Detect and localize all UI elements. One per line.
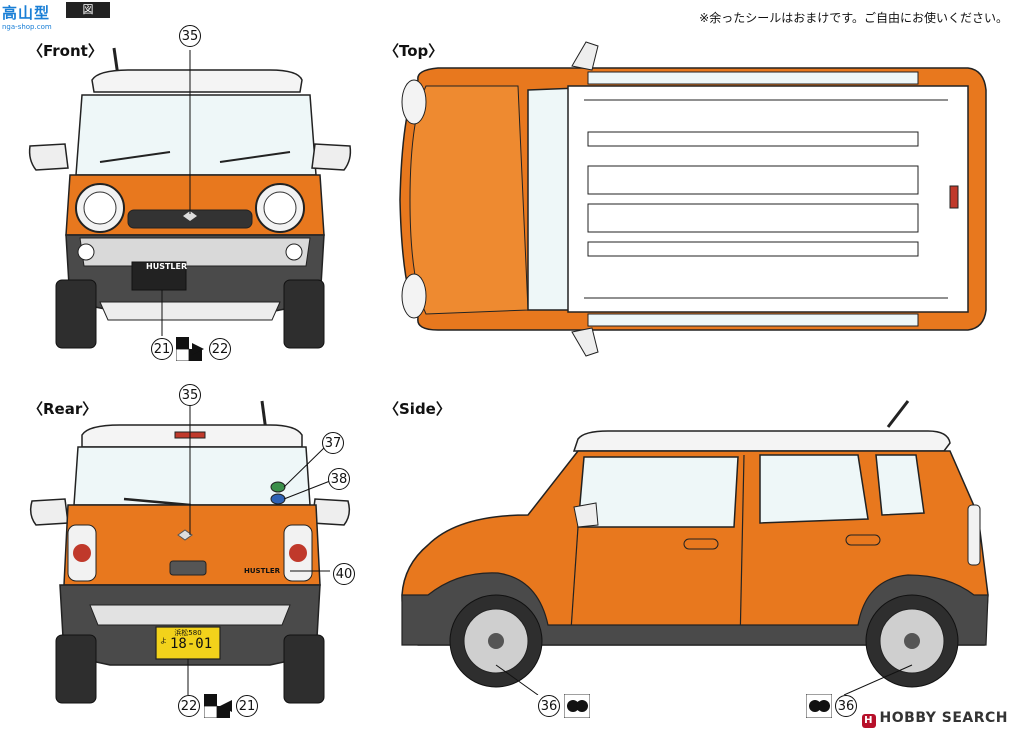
plate-number: 18-01 <box>170 636 213 652</box>
decal-swatch-side-left <box>564 694 590 718</box>
site-badge: 高山型 <box>2 4 51 22</box>
callout-36-right: 36 <box>835 695 857 717</box>
callout-38: 38 <box>328 468 350 490</box>
callout-22-front: 22 <box>209 338 231 360</box>
side-view-drawing <box>401 400 989 695</box>
decal-swatch-front <box>176 337 204 361</box>
hobby-search-icon: H <box>861 714 876 728</box>
callout-35-rear: 35 <box>179 384 201 406</box>
callout-36-left: 36 <box>538 695 560 717</box>
callout-37: 37 <box>322 432 344 454</box>
front-badge-text: HUSTLER <box>146 262 188 271</box>
top-view-drawing <box>399 41 987 357</box>
site-url: nga-shop.com <box>2 23 52 31</box>
rear-badge-text: HUSTLER <box>244 567 280 575</box>
decal-swatch-rear <box>204 694 232 718</box>
callout-21-front: 21 <box>151 338 173 360</box>
plate-kana: よ <box>160 637 167 645</box>
rear-view-drawing <box>29 400 351 704</box>
front-view-drawing <box>28 47 352 349</box>
sticker-note: ※余ったシールはおまけです。ご自由にお使いください。 <box>699 11 1008 25</box>
view-label-front: 〈Front〉 <box>28 42 103 60</box>
plate-top: 浜松580 <box>174 629 202 637</box>
site-badge-box: 図 <box>66 2 110 18</box>
hobby-search-text: HOBBY SEARCH <box>879 710 1008 726</box>
callout-22-rear: 22 <box>178 695 200 717</box>
callout-21-rear: 21 <box>236 695 258 717</box>
site-logo: 高山型 図 nga-shop.com <box>2 2 114 34</box>
view-label-top: 〈Top〉 <box>384 42 444 60</box>
callout-40: 40 <box>333 563 355 585</box>
decal-swatch-side-right <box>806 694 832 718</box>
view-label-side: 〈Side〉 <box>384 400 451 418</box>
callout-35-front: 35 <box>179 25 201 47</box>
view-label-rear: 〈Rear〉 <box>28 400 98 418</box>
